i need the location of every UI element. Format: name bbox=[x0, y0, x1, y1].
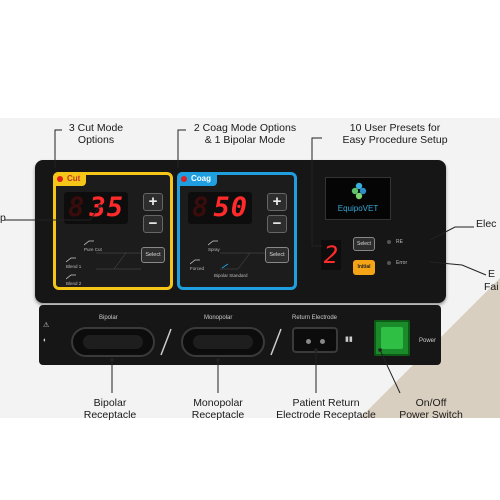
cut-indicator-dot bbox=[57, 176, 63, 182]
return-pin-right bbox=[320, 339, 325, 344]
power-label: Power bbox=[419, 338, 437, 344]
return-electrode-label: Return Electrode bbox=[292, 315, 338, 321]
return-pin-left bbox=[306, 339, 311, 344]
cf-symbol-icon: ◐ bbox=[43, 337, 48, 344]
callout-power-switch-text: On/Off Power Switch bbox=[399, 397, 463, 421]
cut-mode-pure-cut: Pure Cut bbox=[84, 247, 102, 252]
coag-mode-bipolar-standard: Bipolar Standard bbox=[214, 273, 248, 278]
power-switch-rocker bbox=[381, 327, 403, 349]
callout-power-switch: On/Off Power Switch bbox=[390, 397, 472, 421]
warning-icon: ⚠ bbox=[43, 322, 50, 329]
power-switch[interactable] bbox=[374, 320, 410, 356]
bipolar-divider-icon bbox=[160, 328, 172, 356]
error-indicator: Error bbox=[387, 260, 407, 266]
cut-mode-blend-2: Blend 2 bbox=[66, 281, 82, 286]
preset-display: 2 bbox=[321, 240, 341, 270]
coag-display-value: 50 bbox=[213, 192, 248, 223]
monopolar-label: Monopolar bbox=[204, 315, 233, 321]
coag-mode-spray: Spray bbox=[208, 247, 220, 252]
blend-1-icon bbox=[66, 257, 76, 263]
coag-panel: Coag 8 50 + − Select Spray Forced Bipola… bbox=[177, 172, 297, 290]
brand-logo-panel: EquipoVET bbox=[325, 177, 391, 220]
cut-decrease-button[interactable]: − bbox=[143, 215, 163, 233]
callout-patient-return: Patient Return Electrode Receptacle bbox=[268, 397, 384, 421]
return-electrode-symbol-icon: ▮▮ bbox=[345, 336, 353, 343]
coag-select-button[interactable]: Select bbox=[265, 247, 289, 263]
callout-left-partial: p bbox=[0, 212, 6, 224]
coag-increase-button[interactable]: + bbox=[267, 193, 287, 211]
cut-select-button[interactable]: Select bbox=[141, 247, 165, 263]
callout-coag-modes: 2 Coag Mode Options & 1 Bipolar Mode bbox=[180, 122, 310, 146]
preset-initial-button[interactable]: Initial bbox=[353, 260, 375, 275]
coag-mode-forced: Forced bbox=[190, 266, 205, 271]
coag-panel-title: Coag bbox=[191, 174, 211, 183]
callout-bipolar: Bipolar Receptacle bbox=[70, 397, 150, 421]
bipolar-label: Bipolar bbox=[99, 315, 118, 321]
electrosurgical-unit: Cut 8 35 + − Select Pure Cut Blend 1 Ble… bbox=[35, 160, 446, 303]
cut-panel-tab: Cut bbox=[53, 172, 87, 186]
cut-mode-blend-1: Blend 1 bbox=[66, 264, 82, 269]
callout-right-top: Elec bbox=[476, 218, 497, 230]
monopolar-receptacle[interactable] bbox=[181, 327, 265, 357]
callout-patient-return-text: Patient Return Electrode Receptacle bbox=[276, 397, 376, 421]
re-indicator-label: RE bbox=[396, 239, 403, 245]
re-indicator-led bbox=[387, 239, 391, 244]
error-indicator-led bbox=[387, 260, 391, 265]
callout-coag-modes-text: 2 Coag Mode Options & 1 Bipolar Mode bbox=[193, 122, 297, 146]
cut-power-display: 8 35 bbox=[64, 192, 128, 224]
cut-display-ghost-digit: 8 bbox=[68, 192, 86, 223]
coag-decrease-button[interactable]: − bbox=[267, 215, 287, 233]
callout-presets-text: 10 User Presets for Easy Procedure Setup bbox=[342, 122, 448, 146]
error-indicator-label: Error bbox=[396, 260, 408, 266]
re-indicator: RE bbox=[387, 239, 403, 245]
coag-mode-guide-lines bbox=[220, 252, 265, 270]
connector-strip: ⚠ ◐ Bipolar Monopolar Return Electrode ▮… bbox=[39, 305, 441, 365]
return-electrode-receptacle[interactable] bbox=[292, 327, 338, 353]
callout-presets: 10 User Presets for Easy Procedure Setup bbox=[335, 122, 455, 146]
cut-panel: Cut 8 35 + − Select Pure Cut Blend 1 Ble… bbox=[53, 172, 173, 290]
cut-mode-guide-lines bbox=[96, 252, 141, 270]
coag-indicator-dot bbox=[181, 176, 187, 182]
callout-right-bottom-1: E bbox=[488, 268, 496, 280]
callout-cut-modes-text: 3 Cut Mode Options bbox=[68, 122, 124, 146]
brand-logo-icon bbox=[351, 182, 367, 200]
coag-panel-tab: Coag bbox=[177, 172, 217, 186]
cut-panel-title: Cut bbox=[67, 174, 81, 183]
bipolar-receptacle[interactable] bbox=[71, 327, 155, 357]
blend-2-icon bbox=[66, 274, 76, 280]
callout-right-bottom-2: Fai bbox=[484, 281, 499, 293]
callout-monopolar: Monopolar Receptacle bbox=[178, 397, 258, 421]
monopolar-divider-icon bbox=[270, 328, 282, 356]
spray-icon bbox=[208, 240, 218, 246]
cut-display-value: 35 bbox=[89, 192, 124, 223]
coag-display-ghost-digit: 8 bbox=[192, 192, 210, 223]
bipolar-standard-icon bbox=[221, 263, 229, 269]
pure-cut-icon bbox=[84, 240, 94, 246]
preset-select-button[interactable]: Select bbox=[353, 237, 375, 251]
callout-bipolar-text: Bipolar Receptacle bbox=[83, 397, 137, 421]
cut-increase-button[interactable]: + bbox=[143, 193, 163, 211]
callout-monopolar-text: Monopolar Receptacle bbox=[191, 397, 245, 421]
coag-power-display: 8 50 bbox=[188, 192, 252, 224]
monopolar-receptacle-inner bbox=[193, 335, 253, 349]
forced-icon bbox=[190, 259, 200, 265]
bipolar-receptacle-inner bbox=[83, 335, 143, 349]
callout-cut-modes: 3 Cut Mode Options bbox=[55, 122, 137, 146]
brand-logo-text: EquipoVET bbox=[337, 204, 379, 213]
